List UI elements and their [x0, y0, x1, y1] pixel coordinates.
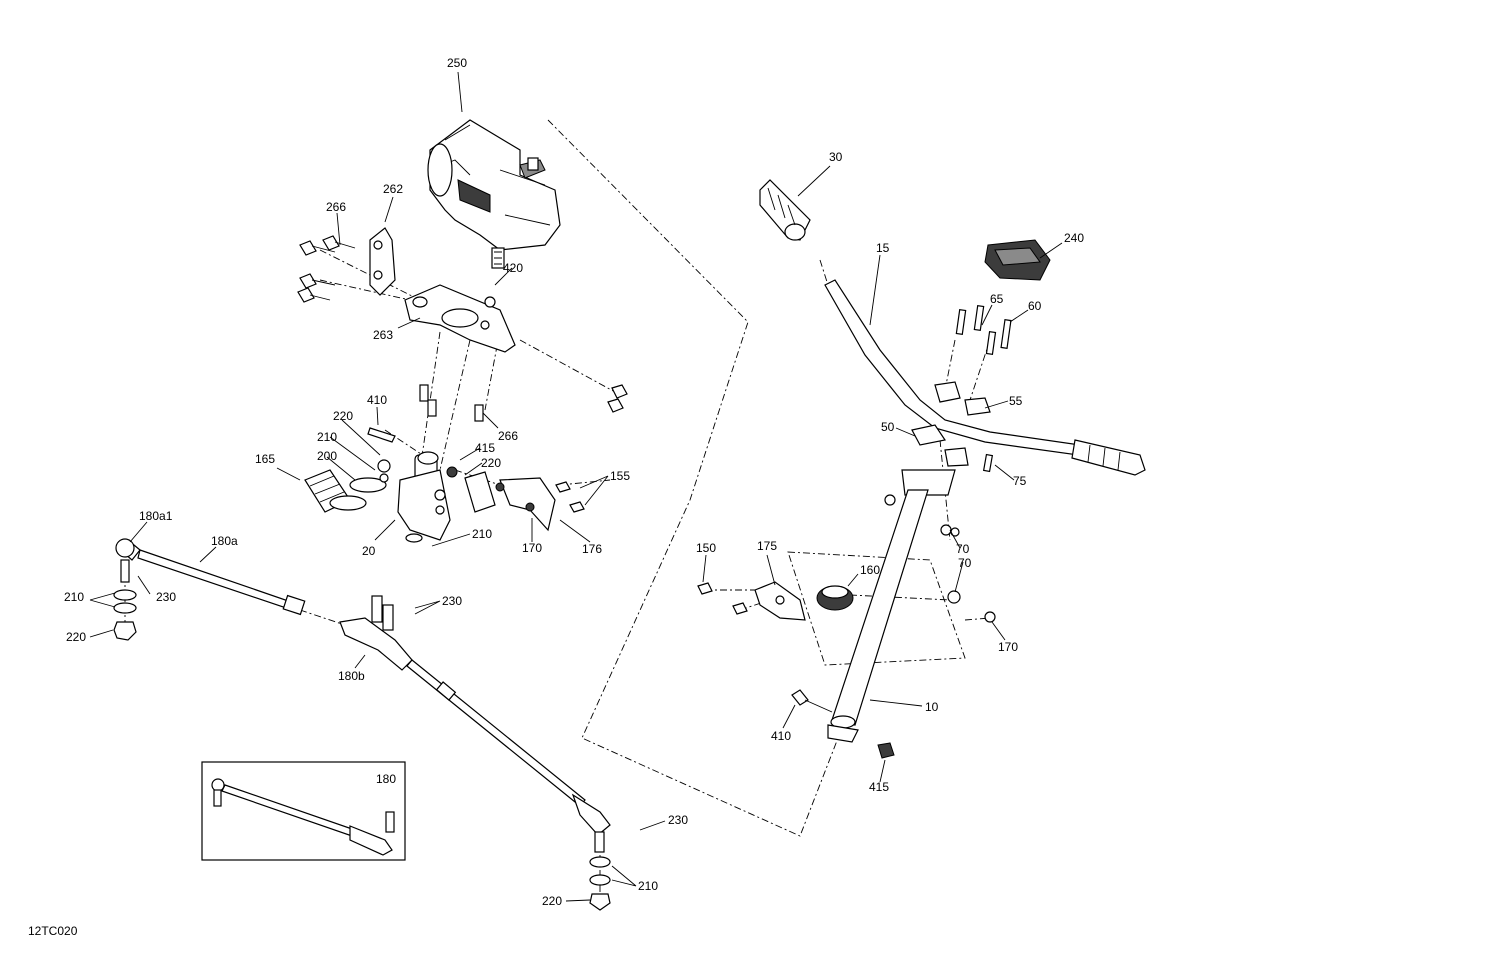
callout-70: 70 [956, 542, 970, 556]
callout-230: 230 [442, 594, 462, 608]
callout-240: 240 [1064, 231, 1084, 245]
mounting-bracket [369, 227, 516, 353]
callout-230: 230 [668, 813, 688, 827]
callout-176: 176 [582, 542, 602, 556]
callout-180: 180 [376, 772, 396, 786]
tie-rods [113, 538, 611, 911]
callout-15: 15 [876, 241, 890, 255]
callout-175: 175 [757, 539, 777, 553]
callout-160: 160 [860, 563, 880, 577]
callout-65: 65 [990, 292, 1004, 306]
power-steering-unit [427, 119, 561, 269]
bracket-bolts [297, 235, 628, 422]
callout-415: 415 [869, 780, 889, 794]
callout-55: 55 [1009, 394, 1023, 408]
callout-labels: 250 262 266 420 263 410 220 266 210 415 … [64, 56, 1084, 908]
callout-230: 230 [156, 590, 176, 604]
callout-415: 415 [475, 441, 495, 455]
callout-60: 60 [1028, 299, 1042, 313]
callout-150: 150 [696, 541, 716, 555]
callout-30: 30 [829, 150, 843, 164]
callout-262: 262 [383, 182, 403, 196]
callout-210: 210 [472, 527, 492, 541]
callout-220: 220 [481, 456, 501, 470]
callout-200: 200 [317, 449, 337, 463]
callout-410: 410 [771, 729, 791, 743]
callout-266: 266 [498, 429, 518, 443]
column-support-bracket [697, 581, 854, 621]
callout-220: 220 [542, 894, 562, 908]
steering-joint-cluster [304, 427, 585, 543]
callout-170: 170 [522, 541, 542, 555]
callout-220: 220 [66, 630, 86, 644]
callout-180a1: 180a1 [139, 509, 173, 523]
handlebar-clamps [911, 305, 1012, 473]
callout-220: 220 [333, 409, 353, 423]
callout-250: 250 [447, 56, 467, 70]
callout-210: 210 [638, 879, 658, 893]
steering-column [791, 469, 996, 759]
callout-50: 50 [881, 420, 895, 434]
callout-165: 165 [255, 452, 275, 466]
handlebar-assembly [759, 179, 1146, 476]
callout-266: 266 [326, 200, 346, 214]
callout-210: 210 [317, 430, 337, 444]
callout-70: 70 [958, 556, 972, 570]
callout-263: 263 [373, 328, 393, 342]
drawing-code: 12TC020 [28, 924, 78, 938]
callout-10: 10 [925, 700, 939, 714]
callout-180a: 180a [211, 534, 238, 548]
callout-210: 210 [64, 590, 84, 604]
callout-410: 410 [367, 393, 387, 407]
callout-420: 420 [503, 261, 523, 275]
callout-75: 75 [1013, 474, 1027, 488]
callout-170: 170 [998, 640, 1018, 654]
leader-lines [89, 71, 1063, 902]
callout-180b: 180b [338, 669, 365, 683]
callout-155: 155 [610, 469, 630, 483]
callout-20: 20 [362, 544, 376, 558]
tie-rod-assembly-inset [201, 761, 406, 861]
